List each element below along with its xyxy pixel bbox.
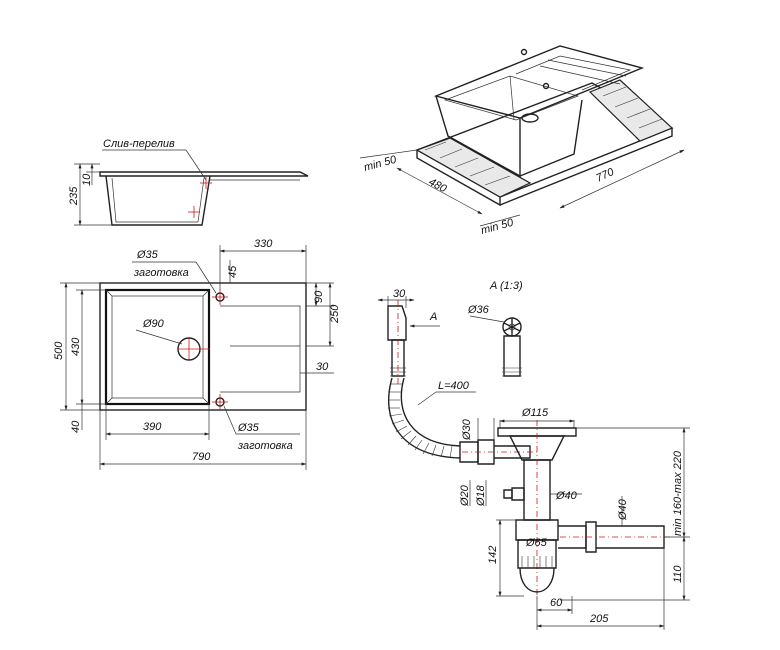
siphon-height-range: min 160-max 220 [672,450,684,536]
drain-overflow-label: Слив-перелив [103,138,175,150]
iso-d770: 770 [594,166,617,185]
siphon-d110: 110 [672,565,684,583]
plan-d390: 390 [143,421,162,433]
siphon-d205: 205 [589,613,609,625]
plan-d500: 500 [53,341,65,360]
plan-d90-right: 90 [313,290,325,303]
plan-d790: 790 [192,451,211,463]
siphon-d65: Ø65 [525,537,548,549]
siphon-assembly: 30 A A (1:3) Ø36 L=400 [377,280,690,630]
plan-d35-bottom: Ø35 [237,422,260,434]
view-a-label: A (1:3) [489,280,523,292]
iso-d480: 480 [427,176,450,196]
plan-d90-bowl: Ø90 [142,318,165,330]
blank-top-label: заготовка [133,267,189,279]
side-d235: 235 [68,186,80,206]
plan-d45: 45 [227,265,239,278]
iso-min50-right: min 50 [480,217,516,237]
hose-length-label: L=400 [438,380,470,392]
siphon-d36: Ø36 [467,304,490,316]
plan-d250: 250 [329,304,341,324]
siphon-d60: 60 [550,597,563,609]
plan-d430: 430 [70,337,82,356]
siphon-d142: 142 [487,546,499,564]
siphon-d20: Ø20 [459,484,471,507]
blank-bottom-label: заготовка [237,440,293,452]
plan-d330: 330 [254,238,273,250]
plan-view: 330 45 90 250 30 500 430 40 390 790 Ø [53,238,341,470]
siphon-d30-top: 30 [393,288,406,300]
isometric-view: min 50 480 770 min 50 [359,45,685,237]
siphon-d40-mid: Ø40 [555,490,578,502]
siphon-d115: Ø115 [521,407,549,419]
side-view: 10 235 Слив-перелив [68,138,309,226]
plan-d40: 40 [70,420,82,433]
arrow-a-label: A [429,311,437,323]
siphon-d30-side: Ø30 [461,418,473,441]
plan-d35-top: Ø35 [136,249,159,261]
siphon-d40-right: Ø40 [617,498,629,521]
siphon-d18: Ø18 [475,484,487,507]
plan-d30: 30 [316,361,329,373]
side-d10: 10 [81,173,93,186]
